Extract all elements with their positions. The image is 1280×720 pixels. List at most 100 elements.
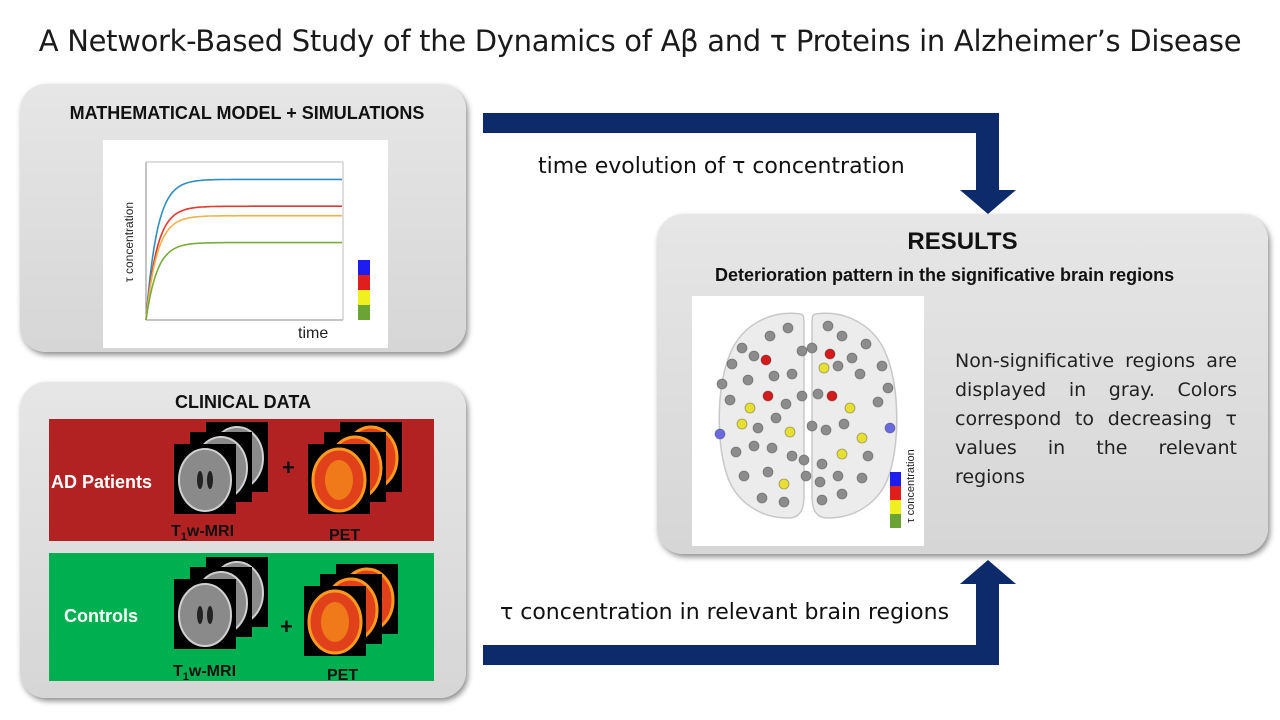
brain-node: [736, 342, 748, 354]
plot-x-label: time: [298, 325, 328, 342]
controls-label: Controls: [64, 606, 138, 626]
brain-node: [856, 432, 868, 444]
brain-node: [762, 466, 774, 478]
brain-node: [820, 424, 832, 436]
patients-pet-stack: [306, 420, 406, 520]
results-description: Non-significative regions are displayed …: [955, 350, 1237, 488]
mri-slice: [178, 448, 232, 512]
simulation-curve: [145, 241, 342, 321]
patients-pet-label: PET: [329, 527, 361, 544]
left-hemisphere: [718, 312, 805, 519]
figure-title: A Network-Based Study of the Dynamics of…: [38, 24, 1242, 58]
controls-pet-stack: [302, 562, 402, 662]
brain-node: [860, 338, 872, 350]
patients-mri-stack: [172, 420, 272, 520]
brain-node: [796, 390, 808, 402]
brain-node: [884, 422, 896, 434]
simulation-plot-svg: τ concentration time: [122, 161, 370, 342]
simulation-curves: [145, 178, 342, 321]
brain-node: [724, 394, 736, 406]
brain-colorbar-label: τ concentration: [905, 449, 917, 522]
simulation-curve: [145, 178, 342, 321]
top-arrow-shaft: [483, 113, 999, 133]
patients-pet-images: [308, 422, 402, 514]
brain-node: [836, 448, 848, 460]
brain-node: [832, 470, 844, 482]
brain-node: [806, 342, 818, 354]
brain-node: [824, 348, 836, 360]
pet-core: [321, 602, 349, 642]
brain-map-svg: τ concentration: [714, 312, 917, 528]
brain-node: [856, 472, 868, 484]
brain-scale-swatch: [890, 514, 901, 528]
bottom-arrow-up: [976, 582, 999, 665]
brain-node: [784, 426, 796, 438]
brain-node: [742, 374, 754, 386]
controls-mri-images: [174, 557, 268, 649]
patients-mri-images: [174, 422, 268, 514]
patients-mri-label: T1w-MRI: [171, 523, 235, 544]
color-scale-swatch: [358, 290, 370, 305]
brain-node: [762, 390, 774, 402]
model-panel-heading: MATHEMATICAL MODEL + SIMULATIONS: [69, 103, 425, 123]
brain-node: [816, 494, 828, 506]
mri-slice: [178, 583, 232, 647]
brain-node: [736, 418, 748, 430]
brain-node: [796, 345, 808, 357]
brain-node: [748, 440, 760, 452]
mri-ventricle: [197, 606, 203, 624]
brain-node: [766, 442, 778, 454]
brain-node: [836, 330, 848, 342]
top-arrow-label: time evolution of τ concentration: [538, 154, 905, 179]
plot-y-label: τ concentration: [122, 202, 136, 282]
brain-node: [838, 418, 850, 430]
brain-node: [748, 350, 760, 362]
brain-node: [854, 368, 866, 380]
brain-node: [800, 470, 812, 482]
controls-mri-stack: [172, 555, 272, 655]
color-scale-plot: [358, 260, 370, 320]
brain-node: [872, 396, 884, 408]
top-arrow-head: [960, 190, 1016, 214]
brain-node: [816, 458, 828, 470]
brain-node: [714, 428, 726, 440]
bottom-arrow-shaft: [483, 645, 999, 665]
brain-node: [768, 370, 780, 382]
color-scale-swatch: [358, 305, 370, 320]
brain-node: [818, 362, 830, 374]
controls-pet-label: PET: [327, 667, 359, 684]
brain-node: [812, 388, 824, 400]
brain-node: [832, 360, 844, 372]
simulation-curve: [145, 205, 342, 321]
patients-plus-sign: +: [282, 455, 295, 480]
controls-pet-images: [304, 564, 398, 656]
right-hemisphere: [811, 312, 898, 519]
color-scale-swatch: [358, 275, 370, 290]
brain-node: [778, 496, 790, 508]
results-subheading: Deterioration pattern in the significati…: [715, 265, 1175, 285]
brain-node: [844, 402, 856, 414]
color-scale-swatch: [358, 260, 370, 275]
brain-map: τ concentration: [692, 296, 924, 546]
controls-plus-sign: +: [280, 614, 293, 639]
brain-node: [806, 420, 818, 432]
pet-core: [325, 460, 353, 500]
brain-node: [764, 330, 776, 342]
brain-node: [786, 450, 798, 462]
clinical-panel-heading: CLINICAL DATA: [175, 392, 311, 412]
brain-node: [836, 488, 848, 500]
brain-scale-swatch: [890, 486, 901, 500]
brain-node: [882, 382, 894, 394]
ad-patients-label: AD Patients: [51, 472, 153, 492]
brain-scale-swatch: [890, 500, 901, 514]
brain-node: [814, 476, 826, 488]
mri-ventricle: [207, 606, 213, 624]
brain-node: [716, 378, 728, 390]
brain-node: [770, 412, 782, 424]
brain-node: [798, 454, 810, 466]
simulation-plot: τ concentration time: [103, 140, 388, 348]
brain-node: [876, 360, 888, 372]
brain-node: [782, 322, 794, 334]
brain-nodes: [714, 320, 896, 508]
brain-node: [826, 390, 838, 402]
